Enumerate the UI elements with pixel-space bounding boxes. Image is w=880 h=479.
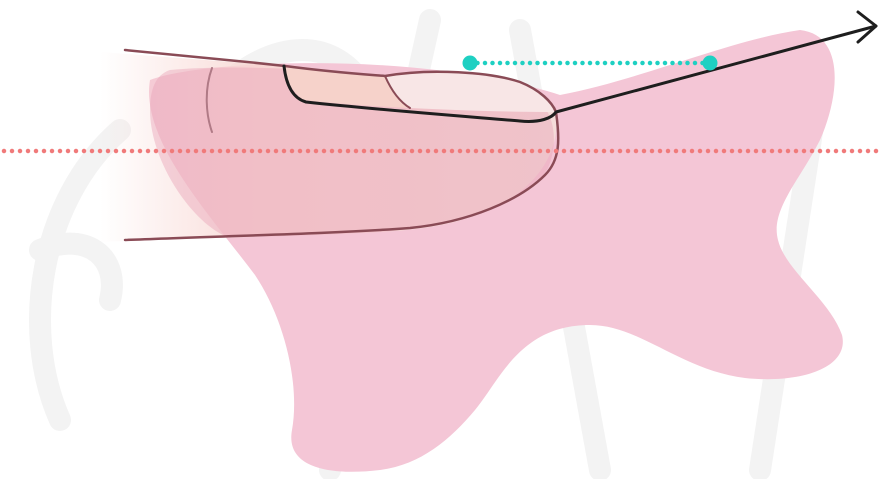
measure-end-point <box>703 56 718 71</box>
measure-start-point <box>463 56 478 71</box>
